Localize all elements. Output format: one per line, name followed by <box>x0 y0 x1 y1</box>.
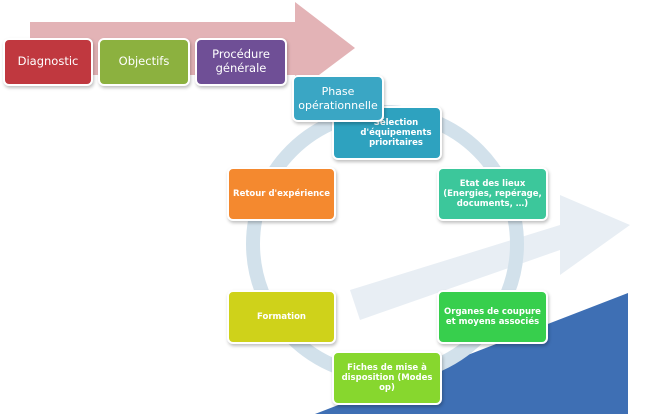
cycle-step-organes-coupure: Organes de coupure et moyens associés <box>437 290 548 344</box>
step-diagnostic-label: Diagnostic <box>17 54 79 69</box>
cycle-step-etat-label: Etat des lieux (Energies, repérage, docu… <box>443 178 542 210</box>
cycle-step-retour-label: Retour d'expérience <box>233 188 330 199</box>
cycle-step-etat-des-lieux: Etat des lieux (Energies, repérage, docu… <box>437 167 548 221</box>
cycle-step-selection-label: Sélection d'équipements prioritaires <box>360 117 432 149</box>
cycle-step-formation: Formation <box>227 290 336 344</box>
cycle-step-fiches-label: Fiches de mise à disposition (Modes op) <box>341 362 433 394</box>
cycle-step-selection-equipements: Sélection d'équipements prioritaires <box>332 106 442 160</box>
phase-operationnelle-label: Phase opérationnelle <box>298 85 378 112</box>
step-procedure-generale: Procédure générale <box>195 38 287 86</box>
phase-operationnelle: Phase opérationnelle <box>292 75 384 122</box>
cycle-step-formation-label: Formation <box>257 311 306 322</box>
step-procedure-generale-label: Procédure générale <box>212 47 270 75</box>
step-objectifs-label: Objectifs <box>118 54 170 69</box>
cycle-step-retour-experience: Retour d'expérience <box>227 167 336 221</box>
faint-background-arrow <box>350 195 630 320</box>
step-diagnostic: Diagnostic <box>3 38 93 86</box>
step-objectifs: Objectifs <box>98 38 190 86</box>
cycle-step-fiches-mise-a-disposition: Fiches de mise à disposition (Modes op) <box>332 351 442 405</box>
cycle-step-organes-label: Organes de coupure et moyens associés <box>444 306 541 327</box>
